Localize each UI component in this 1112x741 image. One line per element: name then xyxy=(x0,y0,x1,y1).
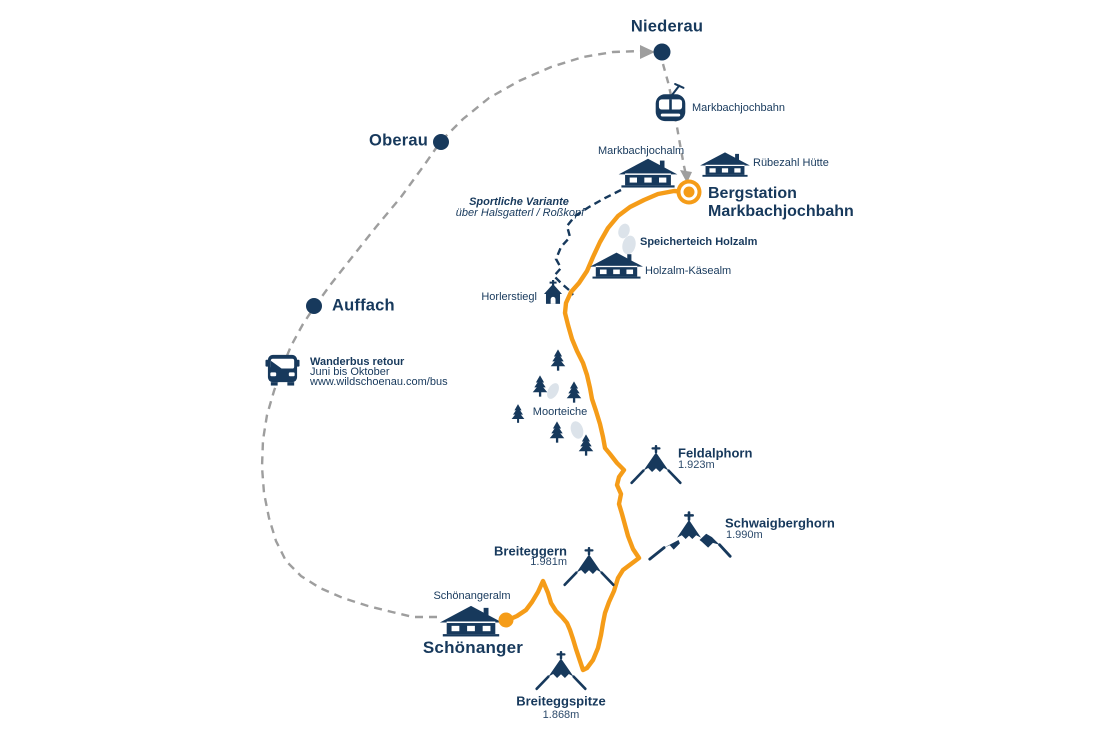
lift-label: Markbachjochbahn xyxy=(692,102,785,114)
breiteggern-peak-icon xyxy=(563,547,615,587)
feldalphorn-peak-icon xyxy=(630,445,682,485)
peak-elevation-schwaigberghorn: 1.990m xyxy=(726,529,763,541)
bergstation-label-line1: Bergstation xyxy=(708,185,797,202)
horlerstiegl-chapel-icon xyxy=(544,280,562,304)
arrowhead-to-bergstation xyxy=(680,170,692,183)
poi-label-horlerstiegl: Horlerstiegl xyxy=(481,291,537,303)
wanderbus-note-line1: Wanderbus retour xyxy=(310,356,405,368)
hut-label-ruebezahl: Rübezahl Hütte xyxy=(753,157,829,169)
wanderbus-return-dashed-path xyxy=(260,49,642,619)
route-end-dot xyxy=(498,612,514,628)
pine-tree-icon xyxy=(511,404,525,423)
wanderbus-bus-icon xyxy=(265,354,300,386)
peak-label-feldalphorn: Feldalphorn xyxy=(678,445,753,461)
route-start-marker xyxy=(680,183,698,201)
hut-label-holzalm: Holzalm-Käsealm xyxy=(645,265,732,277)
gondola-connection-dashed-path xyxy=(661,63,688,176)
oberau-town-dot xyxy=(433,134,449,150)
pine-tree-icon xyxy=(566,381,582,403)
wanderbus-note-line2: Juni bis Oktober xyxy=(310,366,390,378)
moor-pond-shape xyxy=(570,421,584,439)
main-hiking-route-path xyxy=(505,188,692,673)
pine-tree-icon xyxy=(532,375,548,397)
auffach-town-dot xyxy=(306,298,322,314)
pine-tree-icon xyxy=(550,349,566,371)
markbachjochalm-hut-icon xyxy=(618,158,678,188)
poi-label-moorteiche: Moorteiche xyxy=(532,406,588,418)
peak-label-schwaigberghorn: Schwaigberghorn xyxy=(725,515,835,531)
poi-label-schoenanger: Schönanger xyxy=(422,638,524,657)
ruebezahl-huette-hut-icon xyxy=(700,152,750,177)
peak-elevation-breiteggern: 1.981m xyxy=(530,556,567,568)
speicherteich-pond-shape xyxy=(618,223,636,255)
hut-label-markbachjochalm: Markbachjochalm xyxy=(598,145,685,157)
poi-label-speicherteich: Speicherteich Holzalm xyxy=(640,236,758,248)
peak-elevation-feldalphorn: 1.923m xyxy=(678,459,715,471)
town-label-oberau: Oberau xyxy=(369,131,428,150)
moor-pond-shape xyxy=(547,383,559,399)
bergstation-label-line2: Markbachjochbahn xyxy=(708,203,854,220)
sporty-variant-dashed-path xyxy=(552,188,622,296)
peak-elevation-breiteggspitze: 1.868m xyxy=(542,709,580,721)
town-label-auffach: Auffach xyxy=(332,296,395,315)
town-label-niederau: Niederau xyxy=(630,17,704,36)
variant-note-line1: Sportliche Variante xyxy=(469,196,569,208)
holzalm-kaesealm-hut-icon xyxy=(590,252,643,279)
schwaigberghorn-peak-icon xyxy=(648,511,732,561)
niederau-town-dot xyxy=(653,43,671,61)
hut-label-schoenangeralm: Schönangeralm xyxy=(433,590,511,602)
peak-label-breiteggern: Breiteggern xyxy=(494,543,567,559)
pine-tree-icon xyxy=(549,421,565,443)
variant-note-line2: über Halsgatterl / Roßkopf xyxy=(455,207,585,219)
arrowhead-to-niederau xyxy=(640,45,655,59)
peak-label-breiteggspitze: Breiteggspitze xyxy=(516,693,606,709)
schoenangeralm-hut-icon xyxy=(439,605,503,637)
wanderbus-note-url: www.wildschoenau.com/bus xyxy=(310,375,448,388)
